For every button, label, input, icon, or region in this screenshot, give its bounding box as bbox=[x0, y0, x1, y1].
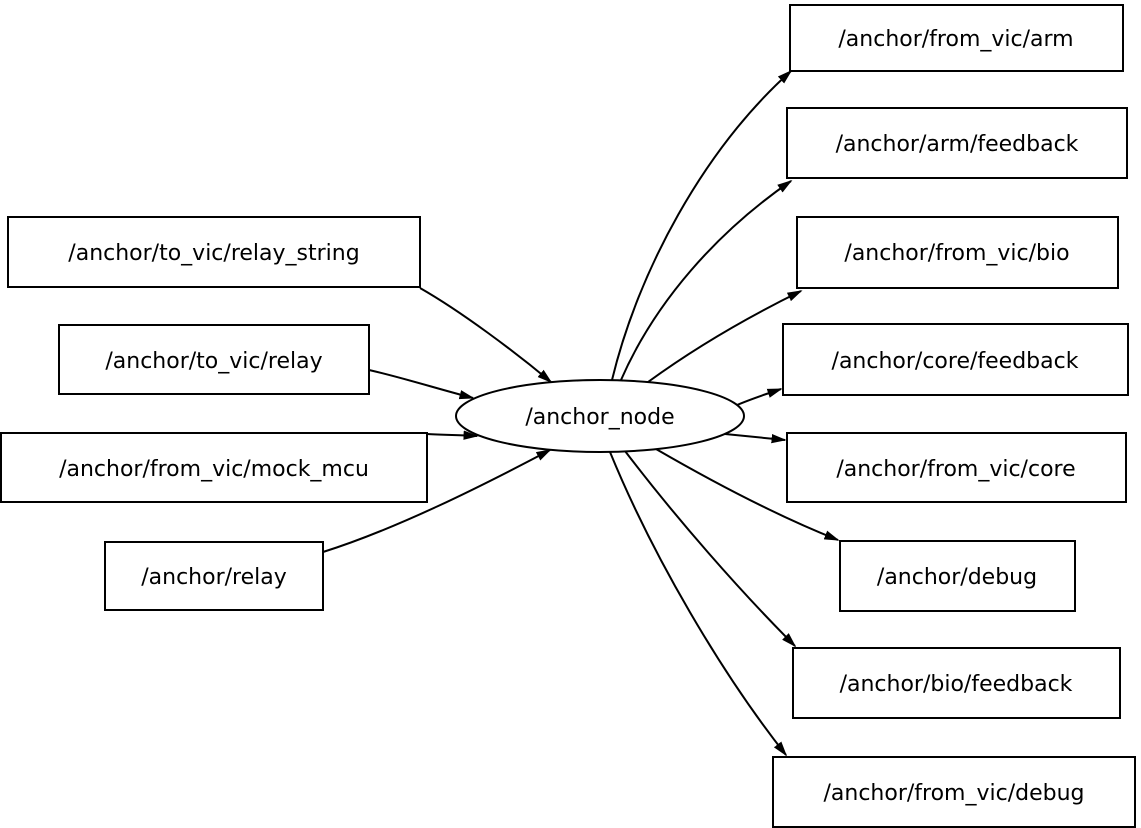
topic-box bbox=[786, 432, 1127, 503]
node-anchor-node: /anchor_node bbox=[455, 379, 745, 453]
edge-to-vic-relay-string-to-anchor-node bbox=[419, 287, 551, 382]
topic-label: /anchor/relay bbox=[141, 565, 287, 590]
topic-box bbox=[7, 216, 421, 288]
node-topic-from-vic-mock-mcu: /anchor/from_vic/mock_mcu bbox=[0, 432, 428, 503]
node-ellipse bbox=[455, 379, 745, 453]
topic-label: /anchor/to_vic/relay bbox=[105, 349, 322, 374]
edge-anchor-node-to-arm-feedback bbox=[620, 181, 791, 381]
edge-from-vic-mock-mcu-to-anchor-node bbox=[426, 434, 477, 436]
edge-anchor-node-to-from-vic-bio bbox=[647, 290, 801, 383]
node-topic-from-vic-core: /anchor/from_vic/core bbox=[786, 432, 1127, 503]
topic-label: /anchor/from_vic/core bbox=[836, 457, 1075, 482]
topic-box bbox=[792, 647, 1121, 719]
edge-anchor-node-to-debug bbox=[655, 448, 838, 541]
node-label: /anchor_node bbox=[525, 405, 674, 430]
topic-label: /anchor/from_vic/debug bbox=[823, 781, 1084, 806]
node-topic-arm-feedback: /anchor/arm/feedback bbox=[786, 107, 1128, 179]
topic-box bbox=[782, 323, 1129, 396]
node-topic-debug: /anchor/debug bbox=[839, 540, 1076, 612]
edge-anchor-node-to-bio-feedback bbox=[624, 450, 795, 646]
topic-box bbox=[796, 216, 1119, 289]
topic-label: /anchor/from_vic/mock_mcu bbox=[59, 457, 369, 482]
node-topic-to-vic-relay: /anchor/to_vic/relay bbox=[58, 324, 370, 395]
topic-label: /anchor/to_vic/relay_string bbox=[68, 241, 359, 266]
topic-label: /anchor/from_vic/arm bbox=[838, 27, 1073, 52]
topic-label: /anchor/bio/feedback bbox=[840, 672, 1073, 697]
topic-box bbox=[839, 540, 1076, 612]
topic-label: /anchor/debug bbox=[877, 565, 1037, 590]
topic-box bbox=[0, 432, 428, 503]
topic-box bbox=[772, 756, 1136, 828]
topic-box bbox=[58, 324, 370, 395]
node-topic-bio-feedback: /anchor/bio/feedback bbox=[792, 647, 1121, 719]
node-topic-from-vic-debug: /anchor/from_vic/debug bbox=[772, 756, 1136, 828]
topic-box bbox=[786, 107, 1128, 179]
topic-box bbox=[104, 541, 324, 611]
node-topic-from-vic-arm: /anchor/from_vic/arm bbox=[789, 4, 1124, 72]
edge-to-vic-relay-to-anchor-node bbox=[368, 369, 473, 398]
topic-box bbox=[789, 4, 1124, 72]
node-topic-relay: /anchor/relay bbox=[104, 541, 324, 611]
node-topic-to-vic-relay-string: /anchor/to_vic/relay_string bbox=[7, 216, 421, 288]
topic-label: /anchor/arm/feedback bbox=[836, 132, 1079, 157]
node-topic-core-feedback: /anchor/core/feedback bbox=[782, 323, 1129, 396]
edge-anchor-node-to-from-vic-arm bbox=[611, 71, 791, 381]
edge-relay-to-anchor-node bbox=[322, 449, 550, 553]
topic-label: /anchor/from_vic/bio bbox=[844, 241, 1069, 266]
topic-label: /anchor/core/feedback bbox=[832, 349, 1079, 374]
edge-group bbox=[322, 71, 838, 755]
node-topic-from-vic-bio: /anchor/from_vic/bio bbox=[796, 216, 1119, 289]
edge-anchor-node-to-core-feedback bbox=[736, 388, 781, 406]
edge-anchor-node-to-from-vic-core bbox=[724, 433, 785, 440]
edge-anchor-node-to-from-vic-debug bbox=[609, 451, 786, 755]
